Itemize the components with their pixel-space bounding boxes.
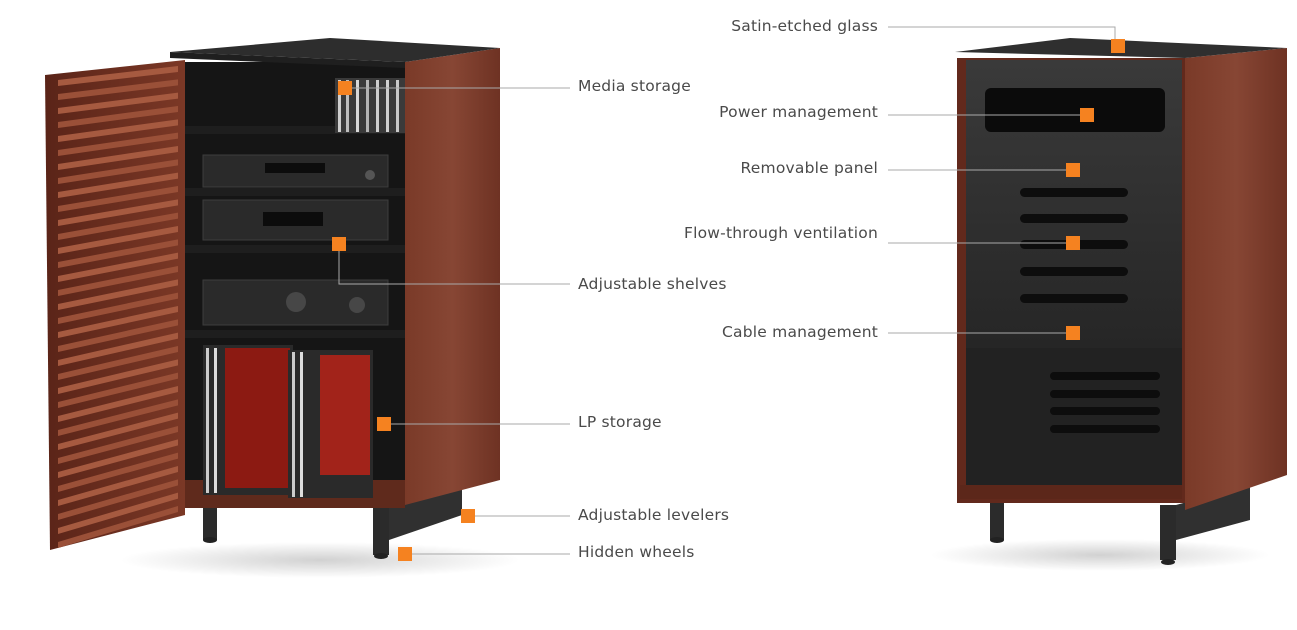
door-slat xyxy=(58,186,178,212)
door-slat xyxy=(58,346,178,380)
power-opening xyxy=(985,88,1165,132)
marker-lp-storage xyxy=(377,417,391,431)
door-slat xyxy=(58,252,178,282)
floor-shadow xyxy=(930,539,1270,571)
marker-cable-management xyxy=(1066,326,1080,340)
door-slat xyxy=(58,506,178,548)
lower-interior xyxy=(966,348,1182,498)
door-slat xyxy=(58,479,178,520)
door-slat xyxy=(58,319,178,352)
door-slat xyxy=(58,466,178,506)
door-slat xyxy=(58,266,178,296)
lp-records xyxy=(203,345,373,498)
door-slat xyxy=(58,159,178,184)
vent-slots xyxy=(1020,188,1128,303)
marker-satin-etched-glass xyxy=(1111,39,1125,53)
door-slat xyxy=(58,426,178,464)
leader-line-adjustable-shelves xyxy=(338,244,570,285)
label-hidden-wheels: Hidden wheels xyxy=(578,543,695,561)
door-slat xyxy=(58,239,178,268)
label-adjustable-levelers: Adjustable levelers xyxy=(578,506,730,524)
door-slat xyxy=(58,279,178,310)
door-slat xyxy=(58,359,178,394)
label-removable-panel: Removable panel xyxy=(740,159,878,177)
door-slat xyxy=(58,132,178,156)
cd-stack xyxy=(335,78,405,133)
floor-shadow xyxy=(120,542,520,578)
door-slat xyxy=(58,386,178,422)
label-media-storage: Media storage xyxy=(578,77,691,95)
door-slat xyxy=(58,306,178,338)
shelves xyxy=(185,126,405,338)
door-slat xyxy=(58,106,178,128)
door-slat xyxy=(58,399,178,436)
door-slat xyxy=(58,119,178,142)
right-cabinet xyxy=(930,38,1287,571)
door-slat xyxy=(58,146,178,170)
door-slat xyxy=(58,452,178,492)
label-power-management: Power management xyxy=(719,103,878,121)
door-slat xyxy=(58,66,178,86)
marker-hidden-wheels xyxy=(398,547,412,561)
door-slat xyxy=(58,439,178,478)
label-adjustable-shelves: Adjustable shelves xyxy=(578,275,727,293)
door-slat xyxy=(58,292,178,324)
left-cabinet xyxy=(45,38,520,578)
marker-power-management xyxy=(1080,108,1094,122)
marker-flow-through-ventilation xyxy=(1066,236,1080,250)
side-panel xyxy=(405,48,500,505)
marker-removable-panel xyxy=(1066,163,1080,177)
label-flow-through-ventilation: Flow-through ventilation xyxy=(683,224,878,242)
av-components xyxy=(202,154,389,326)
base-frame xyxy=(990,485,1250,565)
door-slat xyxy=(58,172,178,198)
marker-adjustable-shelves xyxy=(332,237,346,251)
callout-layer xyxy=(332,26,1125,561)
door-slat xyxy=(58,79,178,100)
door-slat xyxy=(58,492,178,534)
door-slat xyxy=(58,212,178,240)
label-satin-etched-glass: Satin-etched glass xyxy=(731,17,878,35)
door-slat xyxy=(58,412,178,450)
lower-vents xyxy=(1050,372,1160,433)
door-slat xyxy=(58,199,178,226)
label-lp-storage: LP storage xyxy=(578,413,662,431)
label-cable-management: Cable management xyxy=(722,323,878,341)
door-slat xyxy=(58,92,178,114)
louvered-door xyxy=(45,60,185,550)
door-slat xyxy=(58,332,178,366)
side-panel xyxy=(1185,48,1287,510)
glass-top xyxy=(170,38,500,62)
door-slat xyxy=(58,226,178,254)
marker-adjustable-levelers xyxy=(461,509,475,523)
door-slat xyxy=(58,372,178,408)
marker-media-storage xyxy=(338,81,352,95)
